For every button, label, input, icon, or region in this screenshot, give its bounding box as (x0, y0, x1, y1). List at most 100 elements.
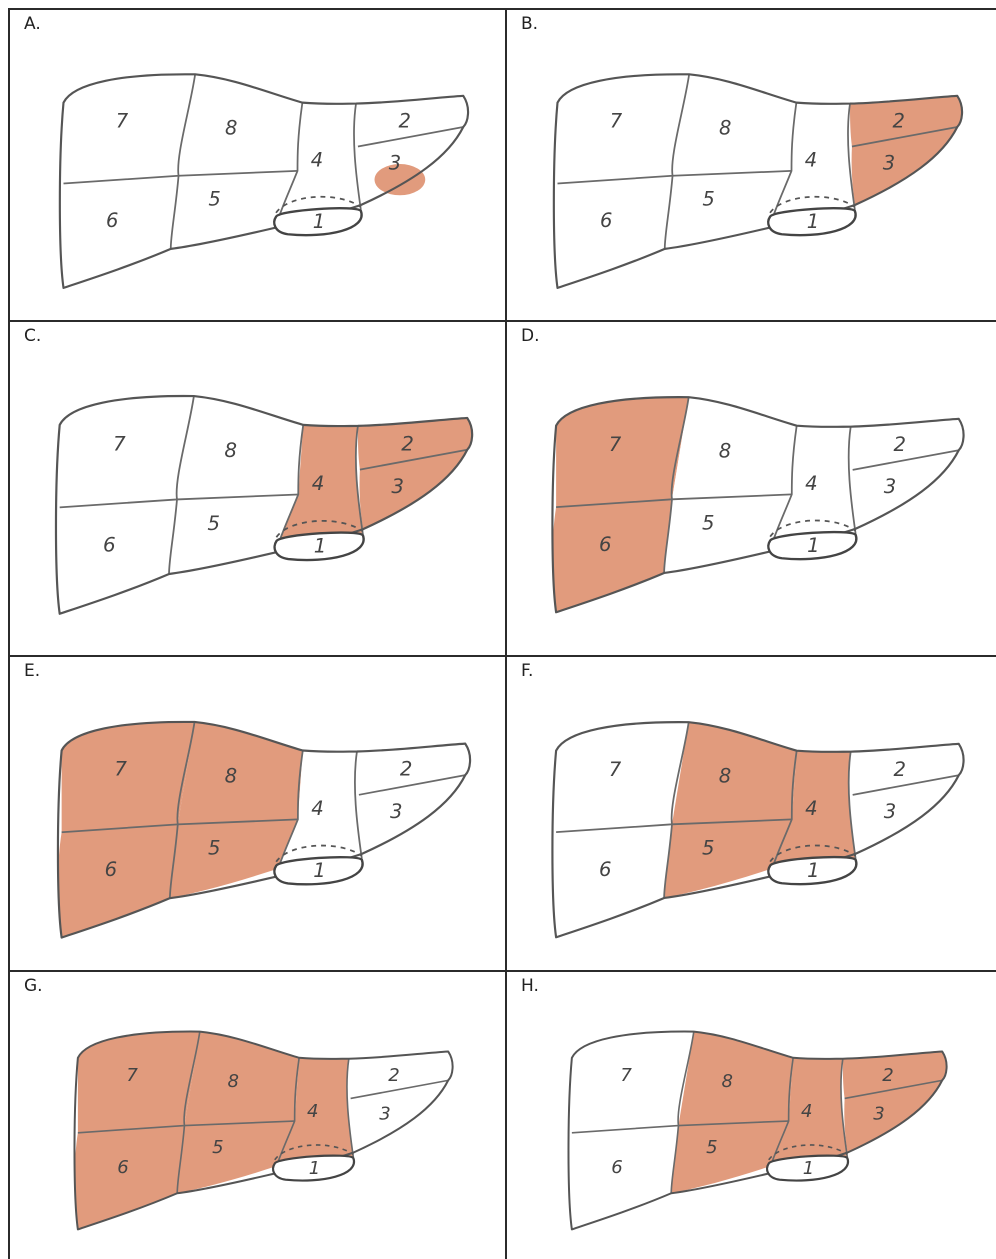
segment-4-label: 4 (805, 472, 818, 495)
segment-8-label: 8 (719, 765, 732, 788)
segment-2-label: 2 (894, 758, 907, 781)
segment-7-region (556, 722, 689, 832)
segment-7-region (558, 74, 690, 183)
segment-3-label: 3 (884, 800, 897, 823)
segment-6-label: 6 (103, 534, 116, 557)
segment-3-label: 3 (884, 475, 897, 498)
segment-8-label: 8 (721, 1071, 732, 1092)
panel-a: A.78654231 (8, 8, 505, 320)
segment-6-label: 6 (105, 858, 118, 881)
segment-8-region (184, 1032, 299, 1126)
segment-4-label: 4 (311, 797, 324, 820)
segment-3-label: 3 (389, 152, 401, 175)
segment-7-label: 7 (126, 1065, 138, 1086)
segment-1-label: 1 (803, 1158, 814, 1179)
panel-g: G.78654231 (8, 970, 505, 1259)
segment-6-region (58, 824, 178, 937)
segment-5-label: 5 (208, 836, 221, 859)
segment-6-region (554, 176, 673, 288)
segment-4-label: 4 (805, 149, 817, 172)
segment-8-region (672, 397, 797, 499)
segment-8-region (179, 74, 303, 175)
segment-4-label: 4 (311, 149, 323, 172)
segment-5-label: 5 (207, 512, 220, 535)
liver-diagram: 7 8 6 5 4 2 3 1 (507, 972, 996, 1259)
segment-1-label: 1 (314, 535, 327, 558)
segment-2-label: 2 (399, 110, 411, 133)
segment-7-label: 7 (113, 432, 126, 455)
segment-6-label: 6 (106, 209, 118, 232)
segment-2-label: 2 (400, 758, 413, 781)
segment-2-label: 2 (388, 1065, 399, 1086)
segment-6-label: 6 (599, 533, 612, 556)
segment-3-label: 3 (883, 152, 895, 175)
segment-5-label: 5 (706, 1137, 717, 1158)
segment-6-region (74, 1126, 184, 1230)
segment-6-region (552, 824, 672, 937)
segment-7-region (556, 397, 689, 507)
segment-2-label: 2 (401, 432, 414, 455)
segment-1-label: 1 (313, 859, 326, 882)
segment-5-label: 5 (702, 511, 715, 534)
segment-7-region (60, 396, 194, 507)
segment-5-label: 5 (702, 836, 715, 859)
segment-8-region (672, 722, 797, 824)
segment-6-label: 6 (611, 1157, 622, 1178)
segment-8-label: 8 (225, 765, 238, 788)
segment-7-region (78, 1032, 200, 1133)
panel-b: B.78654231 (505, 8, 996, 320)
segment-7-region (572, 1032, 694, 1133)
segment-6-region (56, 499, 177, 613)
segment-7-label: 7 (116, 110, 129, 133)
segment-7-region (64, 74, 196, 183)
segment-7-label: 7 (609, 758, 622, 781)
segment-8-region (177, 396, 303, 499)
segment-4-label: 4 (801, 1101, 812, 1122)
segment-8-label: 8 (719, 116, 731, 139)
segment-5-label: 5 (208, 188, 220, 211)
segment-6-label: 6 (599, 858, 612, 881)
segment-4-label: 4 (805, 797, 818, 820)
segment-3-label: 3 (390, 800, 403, 823)
panel-d: D.78654231 (505, 320, 996, 655)
segment-1-label: 1 (807, 210, 819, 233)
liver-diagram: 7 8 6 5 4 2 3 1 (10, 657, 505, 970)
segment-6-region (60, 176, 179, 288)
segment-7-label: 7 (609, 433, 622, 456)
segment-7-region (62, 722, 195, 832)
segment-1-label: 1 (807, 534, 820, 557)
liver-diagram: 7 8 6 5 4 2 3 1 (10, 10, 505, 320)
segment-3-label: 3 (379, 1104, 390, 1125)
segment-3-label: 3 (391, 475, 404, 498)
segment-4-label: 4 (307, 1101, 318, 1122)
segment-8-label: 8 (719, 440, 732, 463)
segment-6-label: 6 (600, 209, 612, 232)
segment-3-label: 3 (873, 1104, 884, 1125)
liver-diagram: 78654231 (507, 10, 996, 320)
panel-f: F.78654231 (505, 655, 996, 970)
segment-8-region (678, 1032, 793, 1126)
segment-1-label: 1 (807, 859, 820, 882)
segment-8-region (673, 74, 797, 175)
segment-1-label: 1 (313, 210, 325, 233)
panel-c: C.78654231 (8, 320, 505, 655)
segment-7-label: 7 (114, 758, 127, 781)
segment-5-label: 5 (702, 188, 714, 211)
segment-8-label: 8 (225, 116, 237, 139)
segment-2-label: 2 (882, 1065, 893, 1086)
segment-6-label: 6 (117, 1157, 128, 1178)
segment-1-label: 1 (309, 1158, 320, 1179)
liver-diagram: 7 8 6 5 4 2 3 1 (507, 322, 996, 655)
segment-8-label: 8 (227, 1071, 238, 1092)
segment-7-label: 7 (620, 1065, 632, 1086)
segment-6-region (552, 499, 672, 612)
liver-diagram: 7 8 6 5 4 2 3 1 (507, 657, 996, 970)
segment-4-label: 4 (312, 472, 325, 495)
segment-8-region (178, 722, 303, 824)
segment-2-label: 2 (894, 433, 907, 456)
